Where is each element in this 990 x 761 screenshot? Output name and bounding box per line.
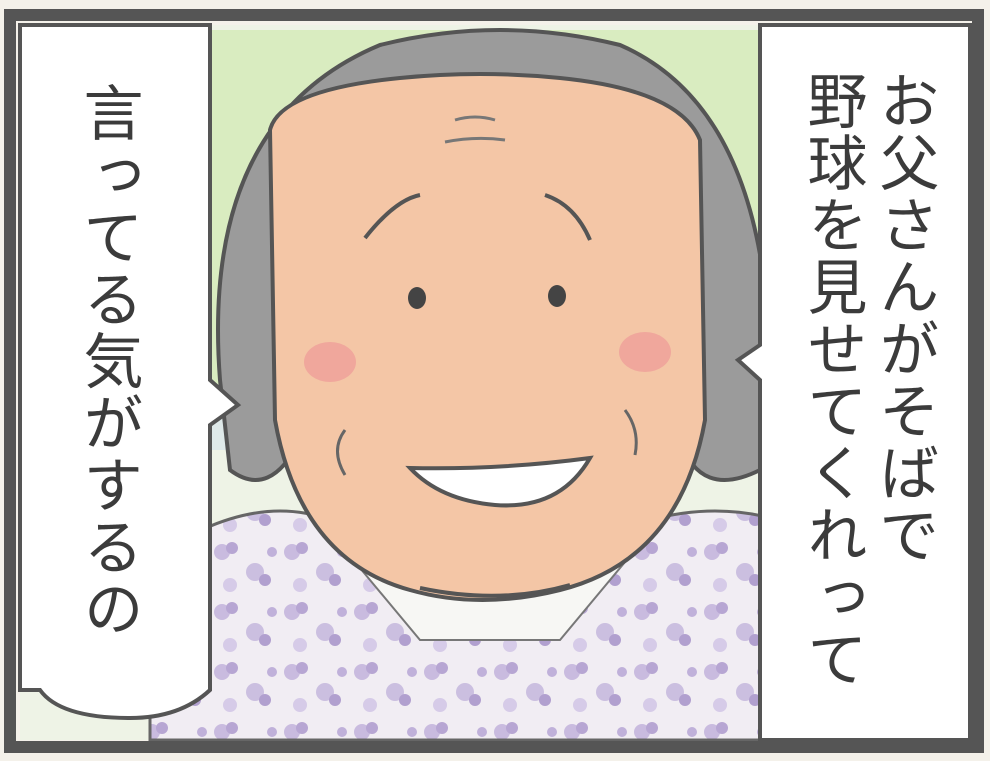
left-eyebrow	[363, 193, 421, 240]
right-speech-line-2: 野球を見せてくれって	[797, 70, 867, 690]
left-cheek	[304, 342, 356, 382]
right-eyebrow	[544, 193, 592, 241]
right-eye	[548, 285, 566, 307]
face	[267, 72, 708, 602]
right-speech-bubble	[734, 23, 972, 742]
left-eye	[408, 287, 426, 309]
left-speech-bubble	[18, 23, 242, 721]
right-cheek	[619, 332, 671, 372]
panel-frame	[4, 9, 984, 753]
right-speech-text: お父さんがそばで 野球を見せてくれって	[796, 70, 940, 690]
left-speech-line-1: 言ってる気がするの	[73, 82, 143, 640]
left-speech-text: 言ってる気がするの	[72, 82, 144, 640]
right-speech-line-1: お父さんがそばで	[869, 70, 939, 566]
smiling-mouth	[405, 455, 594, 508]
